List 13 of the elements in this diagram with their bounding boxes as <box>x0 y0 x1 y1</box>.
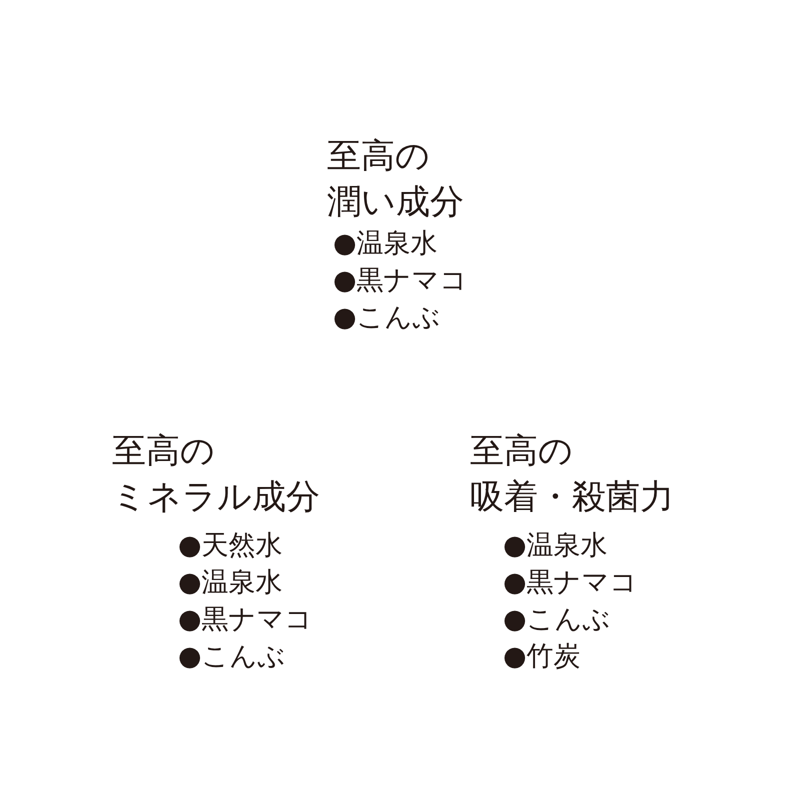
list-item: ●天然水 <box>178 530 283 562</box>
list-item: ●温泉水 <box>333 228 438 260</box>
heading: 至高の潤い成分 <box>327 135 465 224</box>
list-item: ●黒ナマコ <box>178 604 313 636</box>
list-item: ●黒ナマコ <box>503 567 638 599</box>
list-item: ●こんぶ <box>178 641 286 673</box>
list-item: ●温泉水 <box>178 567 283 599</box>
list-item: ●こんぶ <box>503 604 611 636</box>
list-item: ●竹炭 <box>503 641 581 673</box>
list-item: ●黒ナマコ <box>333 265 468 297</box>
heading: 至高のミネラル成分 <box>112 430 321 519</box>
list-item: ●温泉水 <box>503 530 608 562</box>
list-item: ●こんぶ <box>333 302 441 334</box>
